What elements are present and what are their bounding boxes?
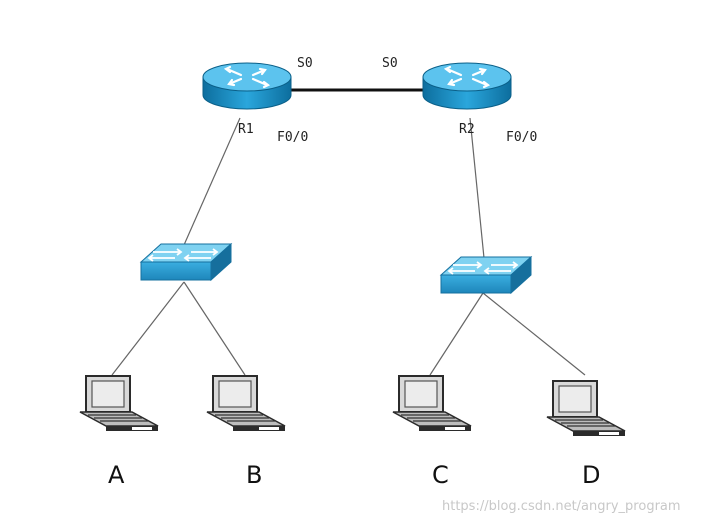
router-r2-icon[interactable] — [421, 61, 513, 111]
link-r1-sw1 — [183, 117, 241, 246]
laptop-a-icon[interactable] — [79, 375, 159, 432]
link-sw2-d — [482, 292, 586, 376]
r1-fast-port-label: F0/0 — [277, 130, 308, 145]
host-a-label: A — [108, 461, 125, 489]
link-sw1-b — [183, 281, 246, 376]
r2-serial-port-label: S0 — [382, 56, 398, 71]
link-r2-sw2 — [469, 117, 485, 259]
r2-name-label: R2 — [459, 122, 475, 137]
switch-sw1-icon[interactable] — [140, 243, 232, 281]
link-sw2-c — [429, 292, 484, 376]
router-r1-icon[interactable] — [201, 61, 293, 111]
laptop-c-icon[interactable] — [392, 375, 472, 432]
host-c-label: C — [432, 461, 449, 489]
r2-fast-port-label: F0/0 — [506, 130, 537, 145]
switch-sw2-icon[interactable] — [440, 256, 532, 294]
watermark-text: https://blog.csdn.net/angry_program — [442, 499, 681, 514]
host-d-label: D — [582, 461, 600, 489]
laptop-b-icon[interactable] — [206, 375, 286, 432]
laptop-d-icon[interactable] — [546, 380, 626, 437]
r1-name-label: R1 — [238, 122, 254, 137]
r1-serial-port-label: S0 — [297, 56, 313, 71]
link-sw1-a — [111, 281, 185, 376]
host-b-label: B — [246, 461, 262, 489]
